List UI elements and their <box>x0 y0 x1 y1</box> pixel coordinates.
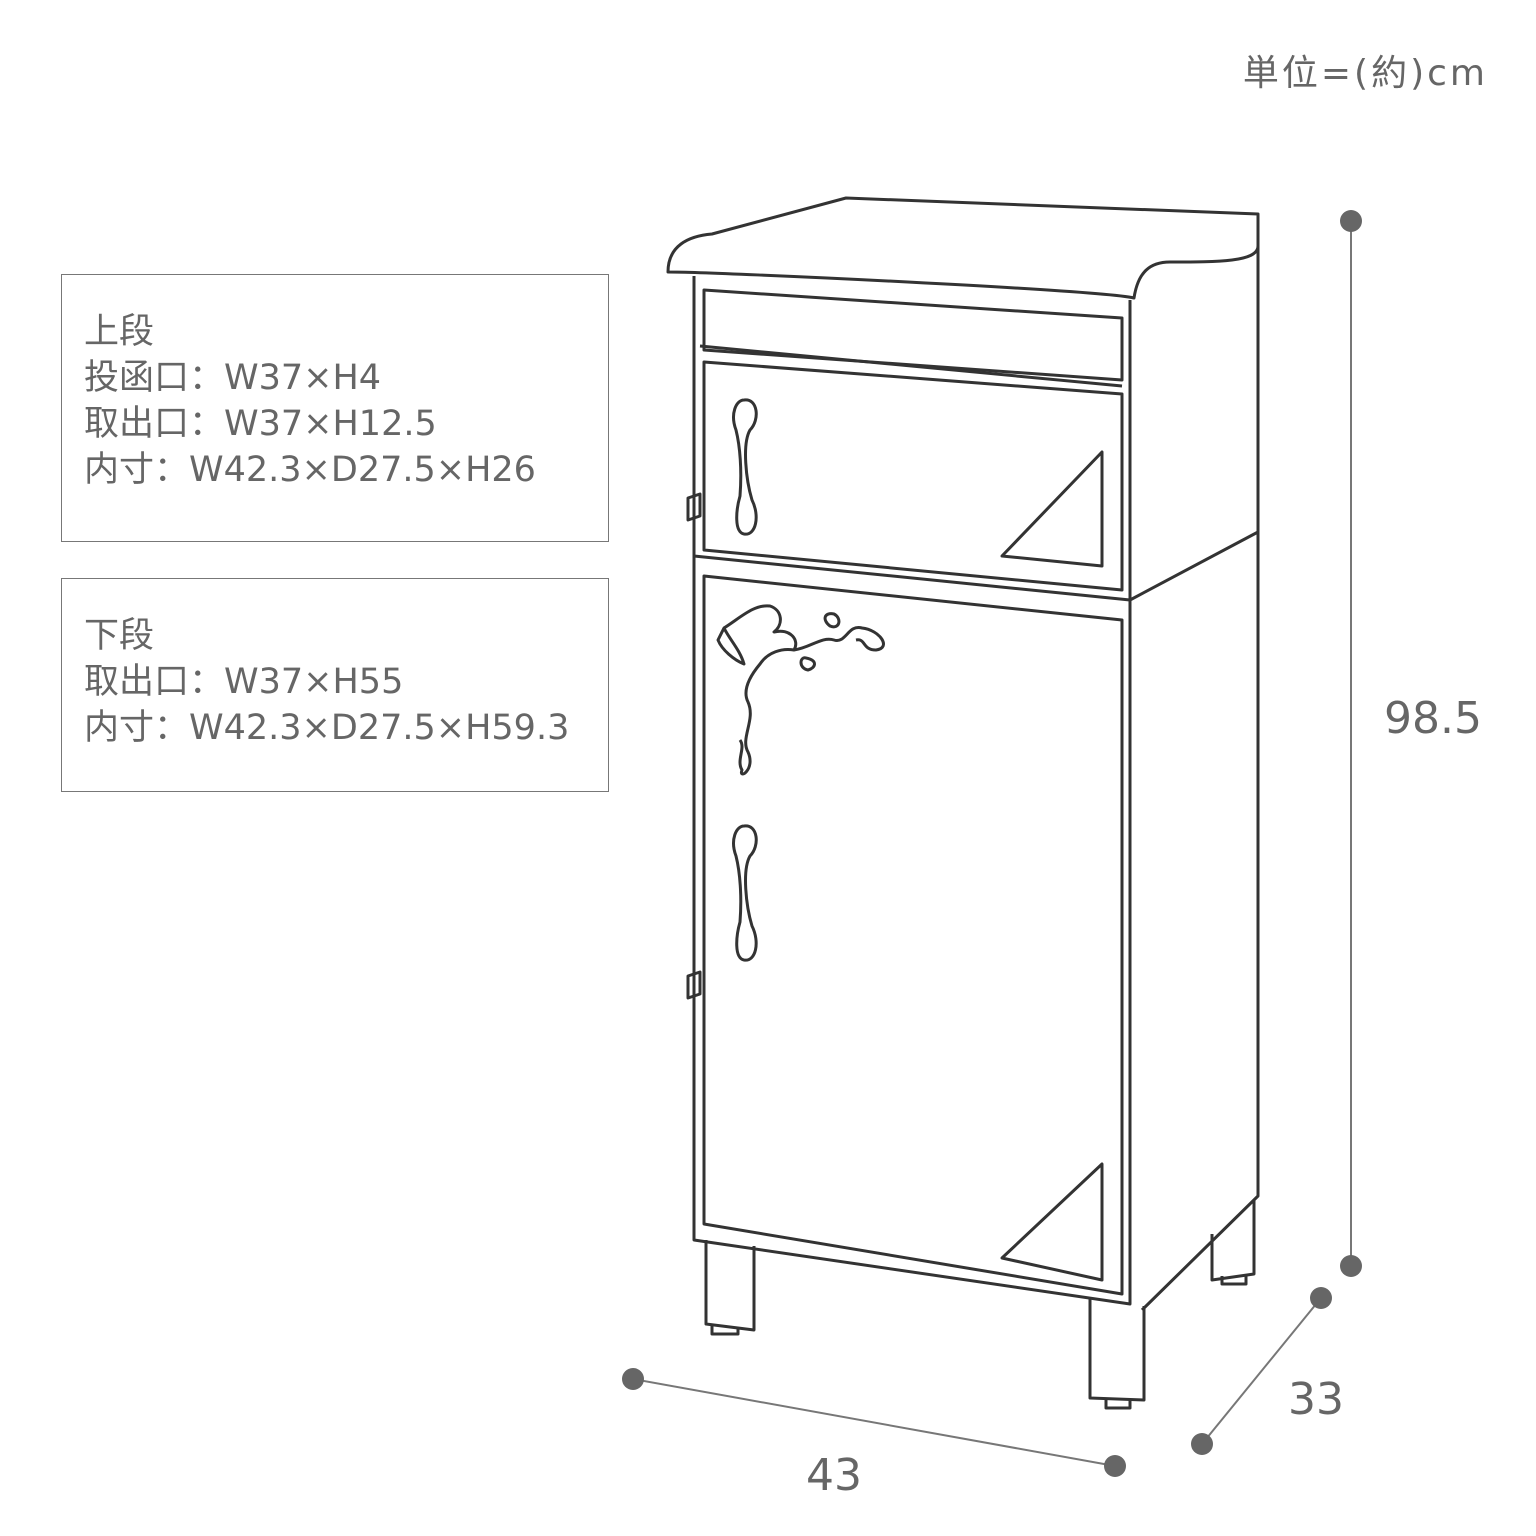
lower-inner-label: 内寸： <box>84 708 190 748</box>
leg-front-right <box>1088 1298 1146 1402</box>
lower-door-triangle <box>1000 1162 1104 1282</box>
foot-1 <box>710 1326 740 1336</box>
lower-door <box>702 574 1124 1296</box>
lower-inner-value: W42.3×D27.5×H59.3 <box>189 708 570 748</box>
foot-2 <box>1104 1398 1132 1410</box>
shelf-ledge <box>1129 530 1259 602</box>
upper-slot-label: 投函口： <box>84 358 225 398</box>
right-side <box>1140 246 1260 1312</box>
upper-handle <box>732 398 758 536</box>
height-label: 98.5 <box>1384 693 1482 744</box>
upper-outlet-value: W37×H12.5 <box>224 404 437 444</box>
door-divider <box>693 554 1131 602</box>
dimension-lines <box>622 210 1362 1477</box>
height-dot-top <box>1340 210 1362 232</box>
depth-dot-top <box>1310 1287 1332 1309</box>
ivy-ornament <box>716 604 885 776</box>
width-line <box>632 1378 1116 1467</box>
upper-door-triangle <box>1000 450 1104 568</box>
upper-inner-label: 内寸： <box>84 450 190 490</box>
mail-slot <box>702 288 1124 382</box>
cabinet-outline <box>666 196 1260 1410</box>
width-label: 43 <box>806 1450 862 1501</box>
upper-slot-line: 投函口：W37×H4 <box>84 355 586 401</box>
top-board <box>666 196 1260 300</box>
upper-inner-line: 内寸：W42.3×D27.5×H26 <box>84 447 586 493</box>
lower-outlet-label: 取出口： <box>84 662 225 702</box>
height-dot-bottom <box>1340 1255 1362 1277</box>
body-front <box>692 276 1132 1306</box>
leg-front-left <box>704 1240 756 1332</box>
width-dot-left <box>622 1368 644 1390</box>
width-dot-right <box>1104 1455 1126 1477</box>
depth-line <box>1201 1297 1322 1445</box>
mail-slot-lip <box>699 344 1123 388</box>
upper-inner-value: W42.3×D27.5×H26 <box>189 450 536 490</box>
lower-outlet-value: W37×H55 <box>224 662 404 702</box>
upper-door <box>702 360 1124 592</box>
upper-outlet-label: 取出口： <box>84 404 225 444</box>
leg-back-right <box>1210 1200 1256 1282</box>
lower-spec-box: 下段 取出口：W37×H55 内寸：W42.3×D27.5×H59.3 <box>61 578 609 792</box>
lower-title: 下段 <box>84 616 155 656</box>
upper-slot-value: W37×H4 <box>224 358 382 398</box>
foot-3 <box>1220 1276 1248 1286</box>
lower-hinge <box>686 970 702 1000</box>
upper-title: 上段 <box>84 312 155 352</box>
lower-outlet-line: 取出口：W37×H55 <box>84 659 586 705</box>
unit-label: 単位=(約)cm <box>1242 53 1488 94</box>
upper-outlet-line: 取出口：W37×H12.5 <box>84 401 586 447</box>
depth-label: 33 <box>1288 1374 1344 1425</box>
lower-inner-line: 内寸：W42.3×D27.5×H59.3 <box>84 705 586 751</box>
upper-spec-box: 上段 投函口：W37×H4 取出口：W37×H12.5 内寸：W42.3×D27… <box>61 274 609 542</box>
lower-handle <box>732 824 758 962</box>
upper-hinge <box>686 492 702 522</box>
depth-dot-bottom <box>1191 1433 1213 1455</box>
